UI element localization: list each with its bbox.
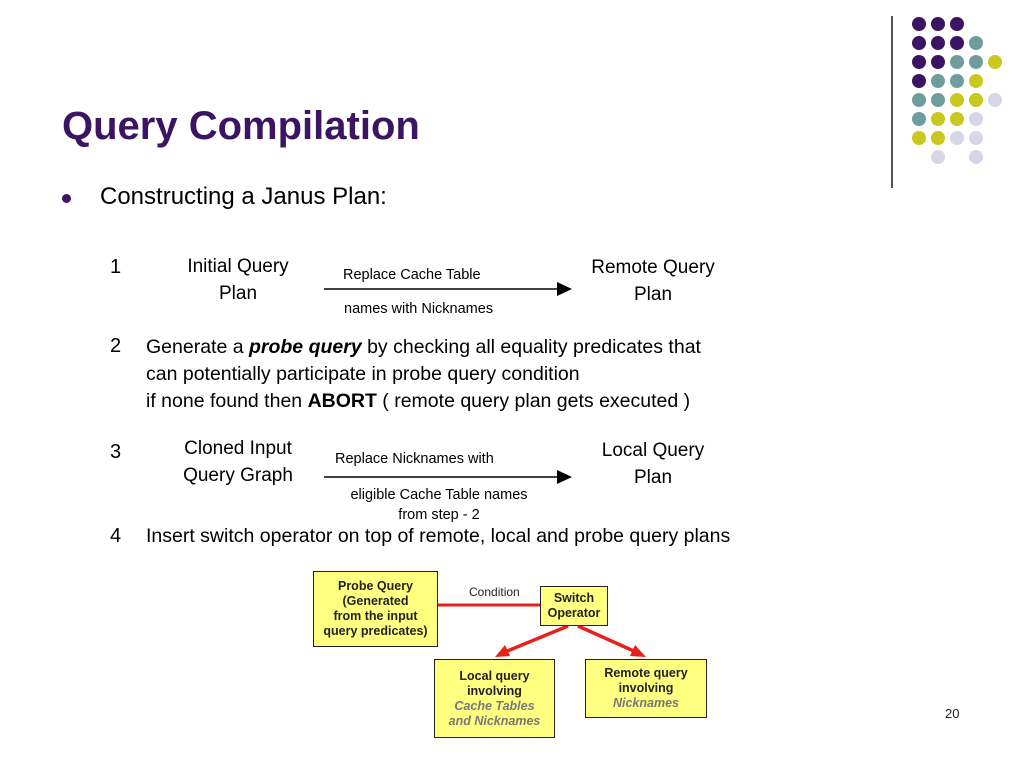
step2-line1-post: by checking all equality predicates that [361, 336, 701, 358]
dot [969, 55, 983, 69]
dot [931, 17, 945, 31]
probe-query-emphasis: probe query [248, 336, 362, 358]
remote-query-line3: Nicknames [612, 696, 679, 710]
step2-line3-pre: if none found then [146, 390, 308, 412]
dot [912, 131, 926, 145]
step1-arrow-bottom-label: names with Nicknames [344, 301, 494, 317]
dot [969, 74, 983, 88]
remote-query-line1: Remote query [604, 666, 688, 680]
abort-keyword: ABORT [307, 390, 377, 412]
step3-left-line2: Query Graph [183, 465, 293, 486]
dot [969, 36, 983, 50]
step1-right-label: Remote Query Plan [573, 254, 733, 308]
local-query-line1: Local query [459, 668, 530, 683]
local-query-line4: and Nicknames [448, 713, 541, 728]
dot [912, 112, 926, 126]
bullet-text: Constructing a Janus Plan: [100, 183, 387, 210]
switch-operator-line1: Switch [553, 591, 595, 605]
step2-line2: can potentially participate in probe que… [146, 363, 580, 385]
step2-line1-pre: Generate a [146, 336, 249, 358]
step1-left-line1: Initial Query [187, 256, 289, 277]
dot [950, 93, 964, 107]
dot [969, 150, 983, 164]
step1-arrowhead [557, 282, 572, 296]
dot [950, 55, 964, 69]
local-query-line3: Cache Tables [454, 698, 535, 713]
dot [950, 17, 964, 31]
step2-line3-post: ( remote query plan gets executed ) [376, 390, 691, 412]
slide-title: Query Compilation [62, 104, 420, 148]
dot [912, 93, 926, 107]
dot [950, 36, 964, 50]
page-number: 20 [945, 706, 960, 721]
divider-line [891, 16, 893, 188]
probe-query-line2: (Generated [342, 594, 409, 608]
step2-number: 2 [110, 335, 122, 357]
remote-query-box: Remote query involving Nicknames [585, 659, 707, 718]
dot [912, 74, 926, 88]
step3-arrow-bottom-line1: eligible Cache Table names [350, 487, 528, 503]
probe-query-line4: query predicates) [323, 624, 428, 638]
dot [931, 74, 945, 88]
step1-number: 1 [110, 256, 122, 278]
remote-query-line2: involving [618, 681, 674, 695]
step3-arrow-top-label: Replace Nicknames with [335, 451, 494, 467]
dot [931, 36, 945, 50]
dot [969, 93, 983, 107]
dot [950, 131, 964, 145]
probe-query-box: Probe Query (Generated from the input qu… [313, 571, 438, 647]
dot [912, 55, 926, 69]
probe-query-line3: from the input [333, 609, 418, 623]
step3-left-label: Cloned Input Query Graph [158, 435, 318, 489]
dot [912, 17, 926, 31]
step1-right-line1: Remote Query [591, 257, 715, 278]
step1-left-label: Initial Query Plan [158, 253, 318, 307]
local-query-box: Local query involving Cache Tables and N… [434, 659, 555, 738]
step1-arrow-top-label: Replace Cache Table [343, 267, 481, 283]
switch-to-remote-arrowhead [630, 645, 646, 657]
step3-number: 3 [110, 441, 122, 463]
step2-line3: if none found then ABORT ( remote query … [146, 390, 690, 413]
step3-right-line2: Plan [633, 467, 673, 488]
switch-to-remote-arrow-line [577, 624, 637, 654]
step3-arrowhead [557, 470, 572, 484]
dot [988, 93, 1002, 107]
dot [931, 93, 945, 107]
dot [969, 112, 983, 126]
local-query-line2: involving [467, 683, 522, 698]
dot [912, 36, 926, 50]
dot [931, 55, 945, 69]
step3-right-label: Local Query Plan [573, 437, 733, 491]
probe-query-line1: Probe Query [337, 579, 414, 593]
step1-right-line2: Plan [633, 284, 673, 305]
dot [931, 150, 945, 164]
dot [931, 131, 945, 145]
step3-right-line1: Local Query [601, 440, 705, 461]
step3-left-line1: Cloned Input [184, 438, 292, 459]
step4-text: Insert switch operator on top of remote,… [146, 525, 731, 547]
switch-operator-box: Switch Operator [540, 586, 608, 626]
dot [950, 74, 964, 88]
condition-label: Condition [469, 585, 520, 599]
switch-operator-line2: Operator [547, 606, 601, 620]
dot [969, 131, 983, 145]
switch-to-local-arrow-line [504, 624, 569, 654]
step3-arrow-bottom-label: eligible Cache Table names from step - 2 [324, 485, 554, 525]
bullet-icon [62, 194, 71, 203]
dot [988, 55, 1002, 69]
step3-arrow-bottom-line2: from step - 2 [398, 507, 480, 523]
step2-line1: Generate a probe query by checking all e… [146, 336, 701, 359]
switch-to-local-arrowhead [495, 645, 510, 657]
dot [950, 112, 964, 126]
dot [931, 112, 945, 126]
step4-number: 4 [110, 525, 122, 547]
step1-left-line2: Plan [218, 283, 258, 304]
